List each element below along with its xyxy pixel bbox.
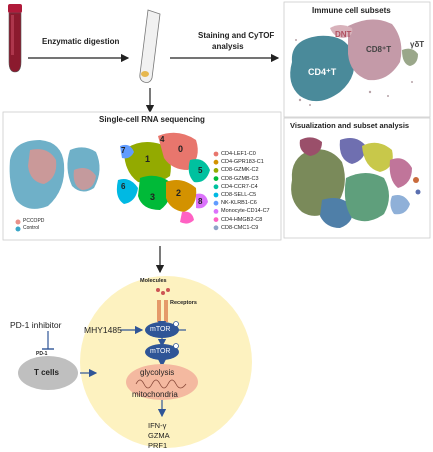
label-dnt: DNT [335, 30, 352, 39]
cluster-legend-swatch [213, 217, 219, 223]
pd1-label: PD-1 [36, 351, 48, 357]
step-staining-label: Staining and CyTOF [198, 31, 275, 40]
rnaseq-cluster-plot: 0 1 2 3 4 5 6 7 8 [116, 132, 210, 224]
label-cd4: CD4⁺T [308, 67, 337, 77]
cluster-legend-label: CD4-GPR183-C1 [221, 159, 264, 166]
label-gdt: γδT [410, 40, 425, 49]
cluster-legend-label: CD8-GZMK-C2 [221, 167, 259, 174]
glycolysis-label: glycolysis [140, 368, 175, 377]
cluster-legend-label: Monocyte-CD14-C7 [221, 208, 270, 215]
rnaseq-panel-title: Single-cell RNA sequencing [99, 115, 205, 124]
cluster-legend-swatch [213, 151, 219, 157]
mtor-label: mTOR [150, 326, 171, 333]
output-ifng: IFN-γ [148, 421, 167, 430]
cluster-legend-swatch [213, 200, 219, 206]
cluster-legend-label: CD4-HMGB2-C8 [221, 216, 263, 223]
cluster-num-7: 7 [121, 146, 126, 155]
cluster-num-2: 2 [176, 188, 181, 198]
cluster-num-0: 0 [178, 144, 183, 154]
output-gzma: GZMA [148, 431, 170, 440]
step-staining-label-2: analysis [212, 42, 244, 51]
cluster-legend-swatch [213, 176, 219, 182]
cluster-legend-label: CD8-SELL-C5 [221, 192, 257, 198]
t-cells-label: T cells [34, 368, 59, 377]
cluster-legend-label: CD4-CCR7-C4 [221, 183, 258, 190]
cluster-legend-swatch [213, 209, 219, 214]
receptor-icon [156, 288, 170, 322]
mtor-p-node [145, 344, 179, 360]
viz-panel-title: Visualization and subset analysis [290, 121, 410, 130]
label-cd8: CD8⁺T [366, 45, 392, 54]
viz-tsne-plot [291, 137, 421, 228]
test-tube-icon [139, 9, 161, 83]
rnaseq-legend-pccopd: PCCOPD [23, 218, 45, 224]
mtor-p-label: mTOR [150, 348, 171, 355]
cluster-num-3: 3 [150, 192, 155, 202]
blood-tube-icon [8, 4, 22, 73]
cluster-legend-label: CD8-GZMB-C3 [221, 175, 259, 182]
cluster-num-4: 4 [160, 135, 165, 144]
pd1-inhibitor-label: PD-1 inhibitor [10, 320, 62, 330]
immune-panel-title: Immune cell subsets [312, 6, 391, 15]
cluster-num-6: 6 [121, 182, 126, 191]
mitochondria-label: mitochondria [132, 390, 178, 399]
cluster-legend-swatch [213, 159, 219, 165]
mhy-label: MHY1485 [84, 325, 122, 335]
rnaseq-legend-swatches [213, 151, 219, 231]
rnaseq-condition-plot [9, 140, 100, 232]
molecules-label: Molecules [140, 278, 167, 284]
mtor-node [145, 322, 179, 338]
step-digestion-label: Enzymatic digestion [42, 37, 120, 46]
cluster-legend-label: CD8-CMC1-C9 [221, 224, 259, 231]
rnaseq-legend-control: Control [23, 225, 40, 231]
cluster-legend-label: NK-KLRB1-C6 [221, 200, 257, 207]
cluster-legend-swatch [213, 225, 219, 231]
t-cell-node [18, 356, 78, 390]
cluster-legend-label: CD4-LEF1-C0 [221, 151, 256, 157]
output-prf1: PRF1 [148, 441, 168, 450]
cluster-num-8: 8 [198, 197, 203, 206]
receptors-label: Receptors [170, 300, 197, 306]
cluster-legend-swatch [213, 192, 219, 198]
cluster-num-1: 1 [145, 154, 150, 164]
cluster-legend-swatch [213, 184, 219, 190]
immune-tsne-plot [290, 19, 418, 106]
mitochondria-icon [126, 364, 198, 400]
cluster-legend-swatch [213, 168, 219, 173]
cluster-num-5: 5 [198, 166, 203, 175]
